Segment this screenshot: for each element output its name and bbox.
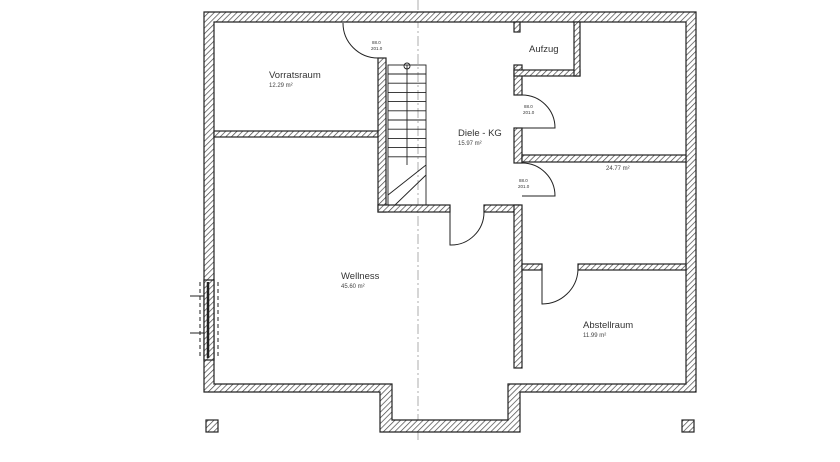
svg-text:Abstellraum: Abstellraum [583, 320, 633, 331]
room-diele: Diele - KG 15.97 m² [458, 128, 502, 147]
svg-text:88.0: 88.0 [519, 178, 528, 183]
room-vorratsraum: Vorratsraum 12.29 m² [269, 70, 321, 89]
room-wellness: Wellness 45.60 m² [341, 271, 380, 290]
outer-walls [203, 11, 697, 433]
svg-text:201.0: 201.0 [371, 46, 383, 51]
room-aufzug: Aufzug [529, 44, 559, 55]
svg-text:12.29 m²: 12.29 m² [269, 83, 293, 89]
svg-text:201.0: 201.0 [523, 110, 535, 115]
windows [190, 282, 219, 358]
doors [342, 22, 579, 305]
svg-text:Aufzug: Aufzug [529, 44, 559, 55]
svg-text:88.0: 88.0 [372, 40, 381, 45]
svg-text:Diele - KG: Diele - KG [458, 128, 502, 139]
svg-text:11.99 m²: 11.99 m² [583, 333, 606, 339]
svg-text:Vorratsraum: Vorratsraum [269, 70, 321, 81]
svg-text:45.60 m²: 45.60 m² [341, 284, 365, 290]
stairs [387, 62, 427, 206]
room-24-77: 24.77 m² [606, 166, 630, 172]
svg-text:201.0: 201.0 [518, 184, 530, 189]
svg-text:15.97 m²: 15.97 m² [458, 141, 482, 147]
room-abstellraum: Abstellraum 11.99 m² [583, 320, 633, 339]
door-labels: 88.0 201.0 88.0 201.0 88.0 201.0 [371, 40, 535, 189]
svg-text:Wellness: Wellness [341, 271, 380, 282]
column-right [681, 419, 695, 433]
svg-text:88.0: 88.0 [524, 104, 533, 109]
column-left [205, 419, 219, 433]
svg-text:24.77 m²: 24.77 m² [606, 166, 630, 172]
